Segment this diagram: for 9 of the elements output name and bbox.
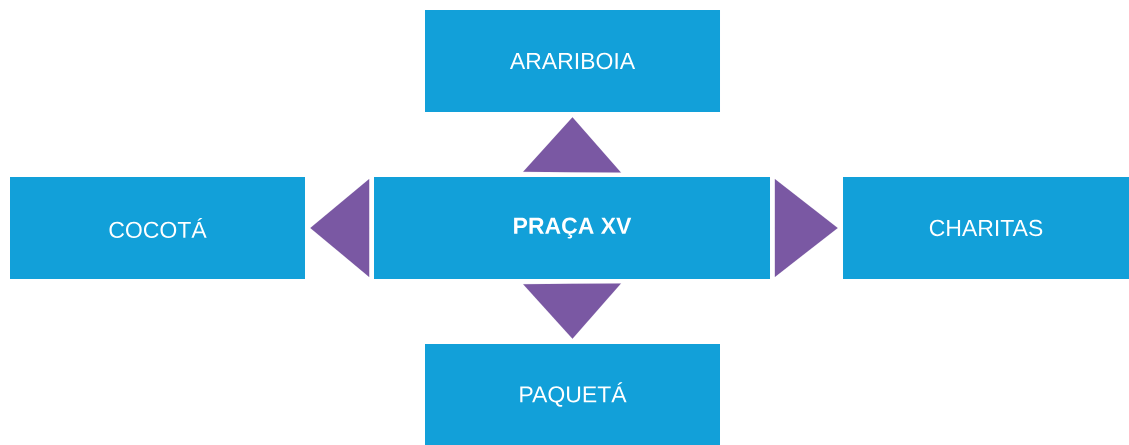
- arrow: [310, 179, 370, 277]
- arrow: [523, 117, 621, 173]
- arrow: [774, 179, 838, 277]
- place-box: PAQUETÁ: [425, 344, 720, 445]
- place-box: PRAÇA XV: [374, 177, 770, 279]
- place-box: CHARITAS: [843, 177, 1129, 279]
- arrow: [523, 283, 621, 339]
- place-box: ARARIBOIA: [425, 10, 720, 112]
- place-box: COCOTÁ: [10, 177, 305, 279]
